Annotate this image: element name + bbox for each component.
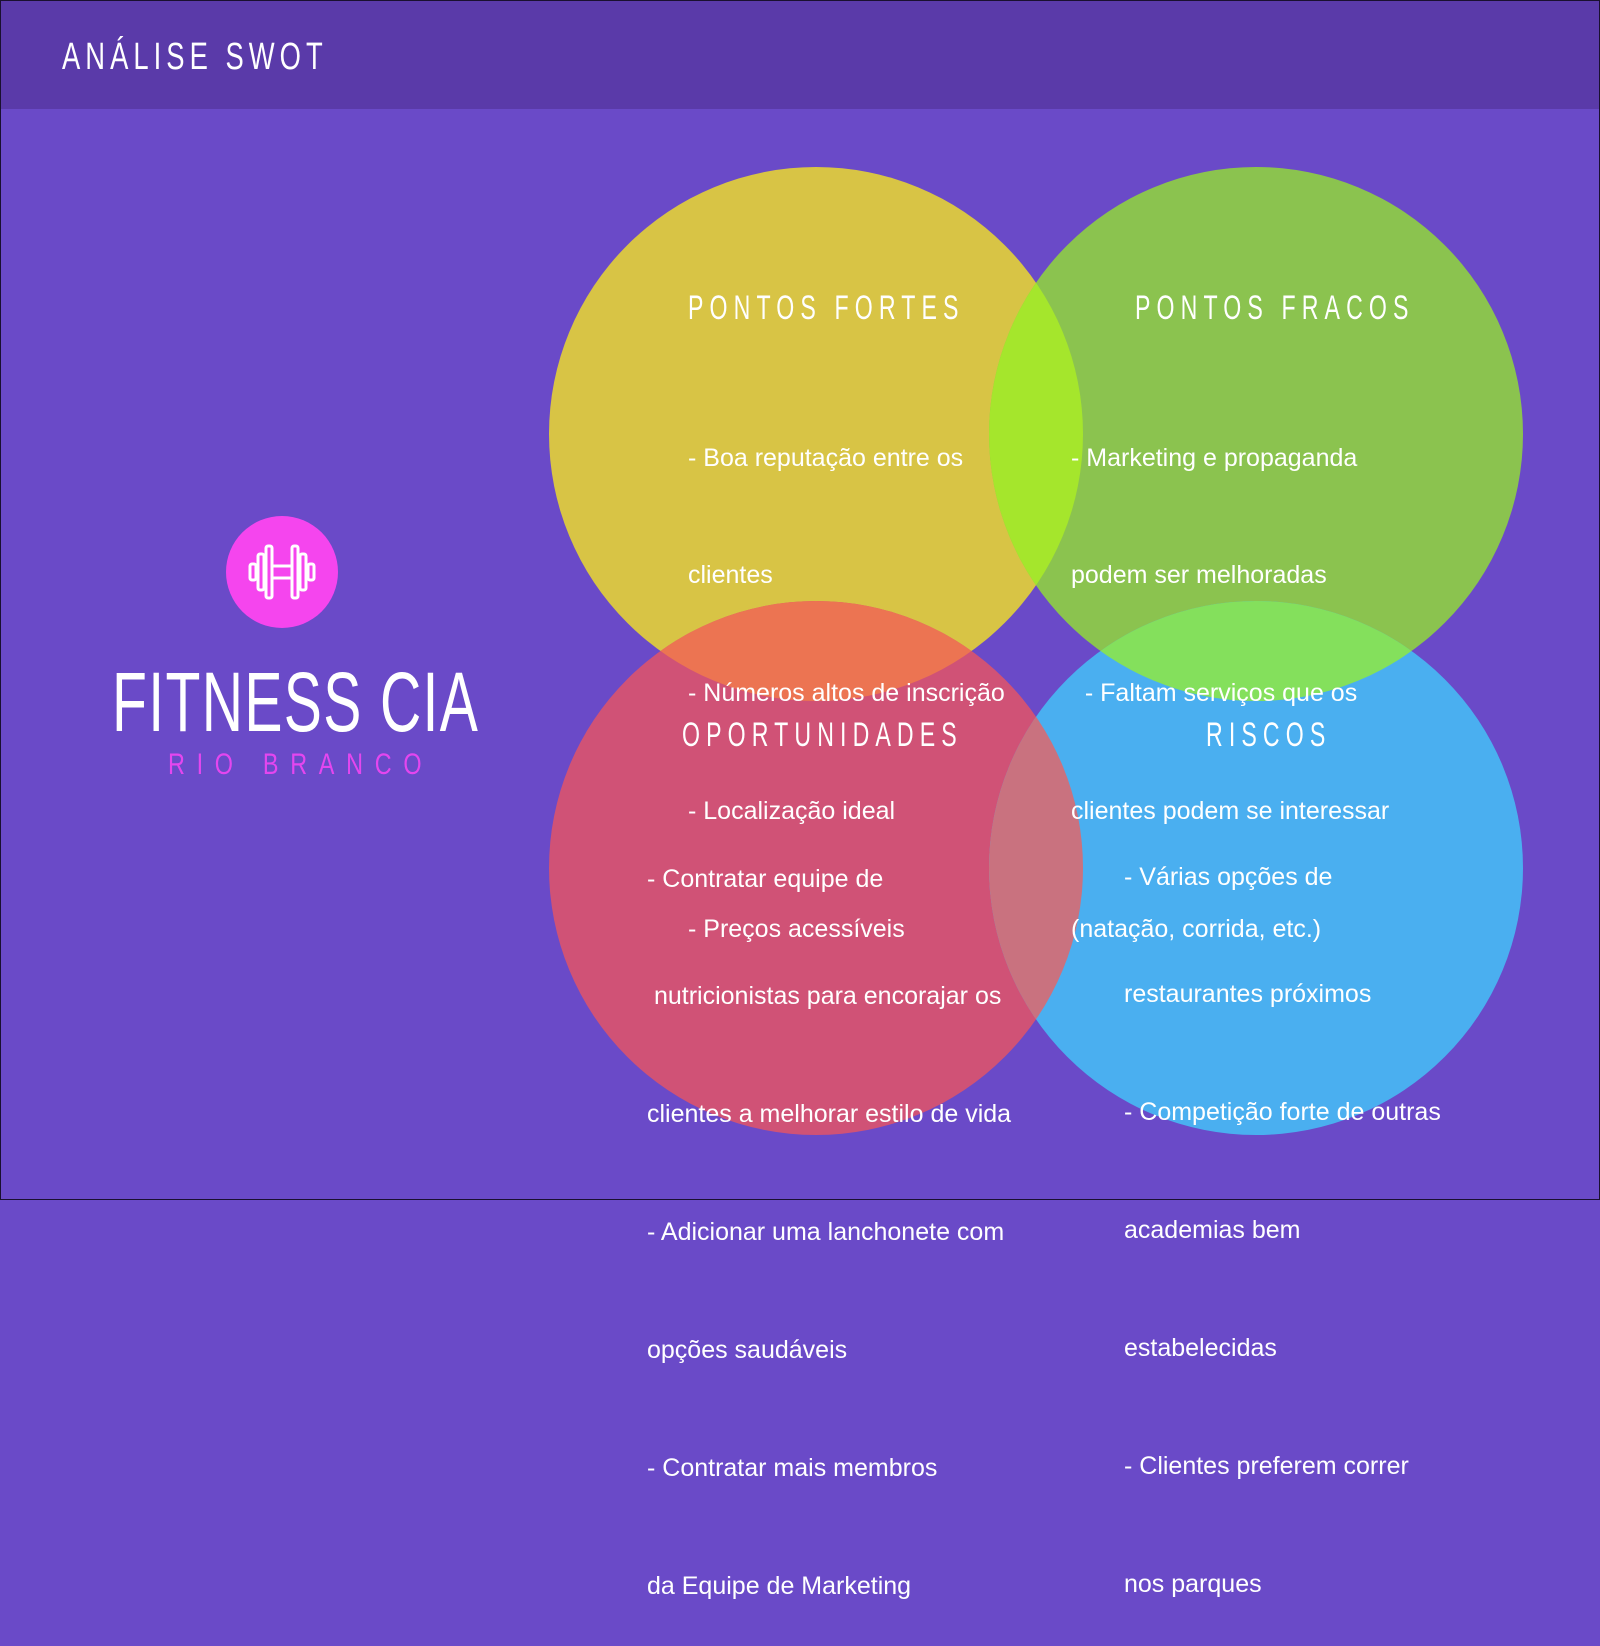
list-item: - Várias opções de — [1124, 862, 1333, 891]
weaknesses-circle — [989, 167, 1523, 701]
list-item: estabelecidas — [1124, 1334, 1277, 1363]
list-item: restaurantes próximos — [1124, 980, 1372, 1009]
header-bar: ANÁLISE SWOT — [0, 0, 1600, 109]
list-item: da Equipe de Marketing — [647, 1571, 912, 1600]
page-title: ANÁLISE SWOT — [62, 36, 328, 78]
opportunities-list: - Contratar equipe de nutricionistas par… — [647, 781, 1011, 1646]
opportunities-circle — [549, 601, 1083, 1135]
list-item: - Adicionar uma lanchonete com — [647, 1218, 1005, 1247]
list-item: - Localização ideal — [688, 797, 896, 826]
list-item: - Preços acessíveis — [688, 915, 905, 944]
strengths-list: - Boa reputação entre os clientes - Núme… — [688, 360, 1005, 989]
brand-location: RIO BRANCO — [168, 748, 434, 781]
list-item: - Faltam serviços que os — [1071, 679, 1358, 708]
list-item: - Competição forte de outras — [1124, 1098, 1441, 1127]
swot-venn-diagram — [549, 167, 1523, 1135]
list-item: clientes — [688, 561, 773, 590]
list-item: - Contratar mais membros — [647, 1454, 938, 1483]
list-item: podem ser melhoradas — [1071, 561, 1327, 590]
list-item: nutricionistas para encorajar os — [647, 982, 1002, 1011]
threats-circle — [989, 601, 1523, 1135]
list-item: - Contratar equipe de — [647, 864, 884, 893]
list-item: nos parques — [1124, 1569, 1262, 1598]
threats-title: RISCOS — [1206, 716, 1332, 754]
opportunities-title: OPORTUNIDADES — [682, 716, 963, 754]
list-item: - Clientes preferem correr — [1124, 1452, 1409, 1481]
list-item: - Boa reputação entre os — [688, 443, 964, 472]
strengths-title: PONTOS FORTES — [688, 289, 965, 327]
list-item: - Marketing e propaganda — [1071, 443, 1358, 472]
threats-list: - Várias opções de restaurantes próximos… — [1124, 779, 1441, 1644]
list-item: academias bem — [1124, 1216, 1301, 1245]
weaknesses-title: PONTOS FRACOS — [1135, 289, 1415, 327]
strengths-circle — [549, 167, 1083, 701]
list-item: opções saudáveis — [647, 1336, 848, 1365]
weaknesses-list: - Marketing e propaganda podem ser melho… — [1071, 360, 1389, 989]
logo-badge — [226, 516, 338, 628]
list-item: clientes a melhorar estilo de vida — [647, 1100, 1012, 1129]
list-item: clientes podem se interessar — [1071, 797, 1390, 826]
list-item: (natação, corrida, etc.) — [1071, 915, 1322, 944]
dumbbell-icon — [248, 544, 316, 600]
brand-name: FITNESS CIA — [112, 655, 480, 749]
list-item: - Números altos de inscrição — [688, 679, 1005, 708]
